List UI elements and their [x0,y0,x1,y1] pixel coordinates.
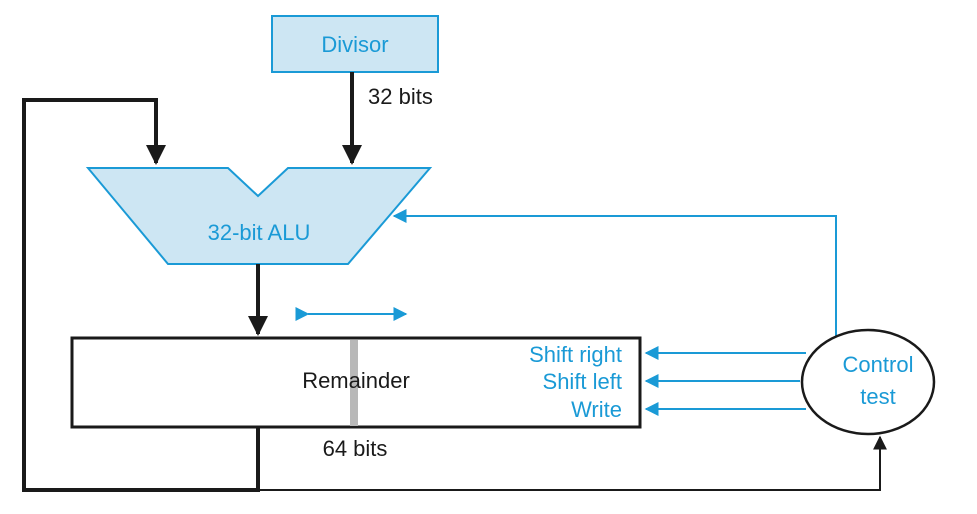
control-to-alu-arrow [392,209,837,342]
remainder-left-to-alu-arrow [22,98,260,492]
signal-shift-right-label: Shift right [529,342,622,367]
remainder-label: Remainder [302,368,410,393]
divisor-width-label: 32 bits [368,84,433,109]
control-test-unit: Control test [800,328,936,436]
signal-shift-left-label: Shift left [543,369,622,394]
remainder-half-divider [350,340,358,426]
divisor-register: Divisor [271,15,439,73]
remainder-register: Remainder Shift right Shift left Write [70,336,642,429]
remainder-width-label: 64 bits [323,436,388,461]
alu-label: 32-bit ALU [208,220,311,245]
control-label: Control [843,352,914,377]
alu: 32-bit ALU [85,167,433,265]
divisor-label: Divisor [321,32,388,57]
control-test-label: test [860,384,895,409]
remainder-to-control-arrow [258,435,887,491]
signal-write-label: Write [571,397,622,422]
